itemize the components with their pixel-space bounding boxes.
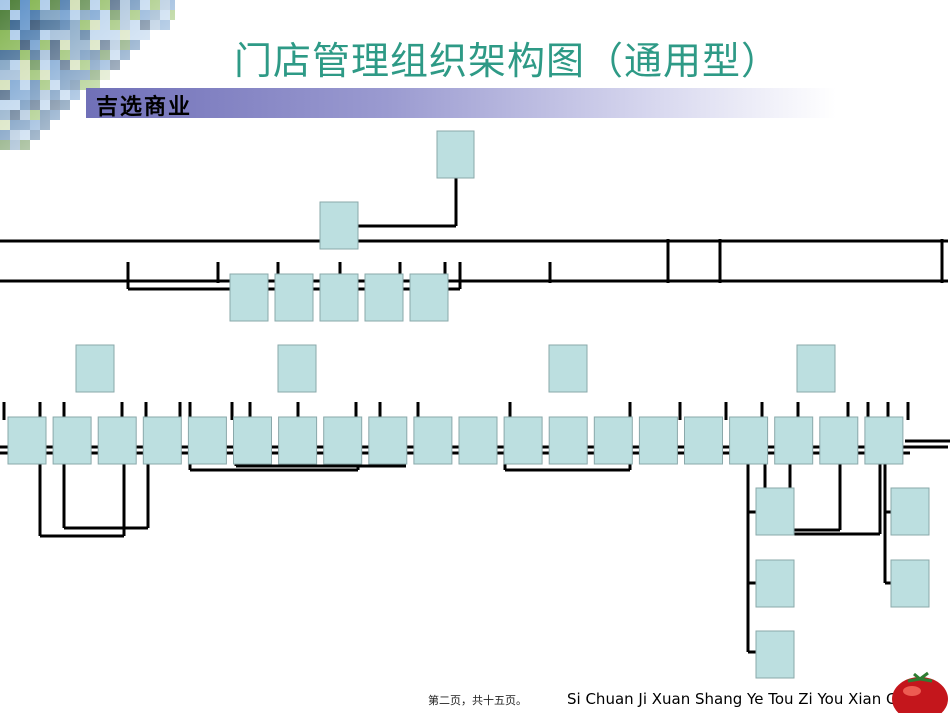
org-box (97, 416, 137, 465)
org-box (52, 416, 92, 465)
org-box (503, 416, 543, 465)
company-name: Si Chuan Ji Xuan Shang Ye Tou Zi You Xia… (567, 690, 926, 708)
org-box (819, 416, 859, 465)
corner-mosaic-image (0, 0, 175, 150)
org-box (890, 487, 930, 536)
org-box (274, 273, 314, 322)
org-box (233, 416, 272, 465)
org-box (75, 344, 115, 393)
org-box (319, 201, 359, 250)
org-box (774, 416, 814, 465)
org-box (368, 416, 408, 465)
page-indicator: 第二页，共十五页。 (428, 694, 527, 707)
org-box (755, 559, 795, 608)
org-box (796, 344, 836, 393)
org-box (187, 416, 227, 465)
org-box (142, 416, 182, 465)
org-box (278, 416, 318, 465)
org-box (593, 416, 633, 465)
org-box (638, 416, 678, 465)
org-chart-boxes (7, 130, 930, 679)
org-box (7, 416, 47, 465)
org-box (890, 559, 930, 608)
org-chart-connectors (0, 178, 950, 654)
org-box (277, 344, 317, 393)
org-box (364, 273, 404, 322)
mosaic-fade (0, 0, 175, 150)
org-box (229, 273, 269, 322)
org-box (684, 416, 723, 465)
section-banner: 吉选商业 (86, 88, 836, 120)
org-box (436, 130, 475, 179)
org-box (864, 416, 904, 465)
org-box (729, 416, 769, 465)
org-box (458, 416, 498, 465)
org-box (413, 416, 453, 465)
org-box (548, 416, 588, 465)
tomato-logo-icon (892, 671, 948, 713)
org-box (409, 273, 449, 322)
org-box (755, 487, 795, 536)
org-box (323, 416, 363, 465)
org-box (755, 630, 795, 679)
slide-title: 门店管理组织架构图（通用型） (234, 39, 781, 83)
org-box (319, 273, 359, 322)
banner-label: 吉选商业 (96, 95, 193, 120)
org-box (548, 344, 588, 393)
